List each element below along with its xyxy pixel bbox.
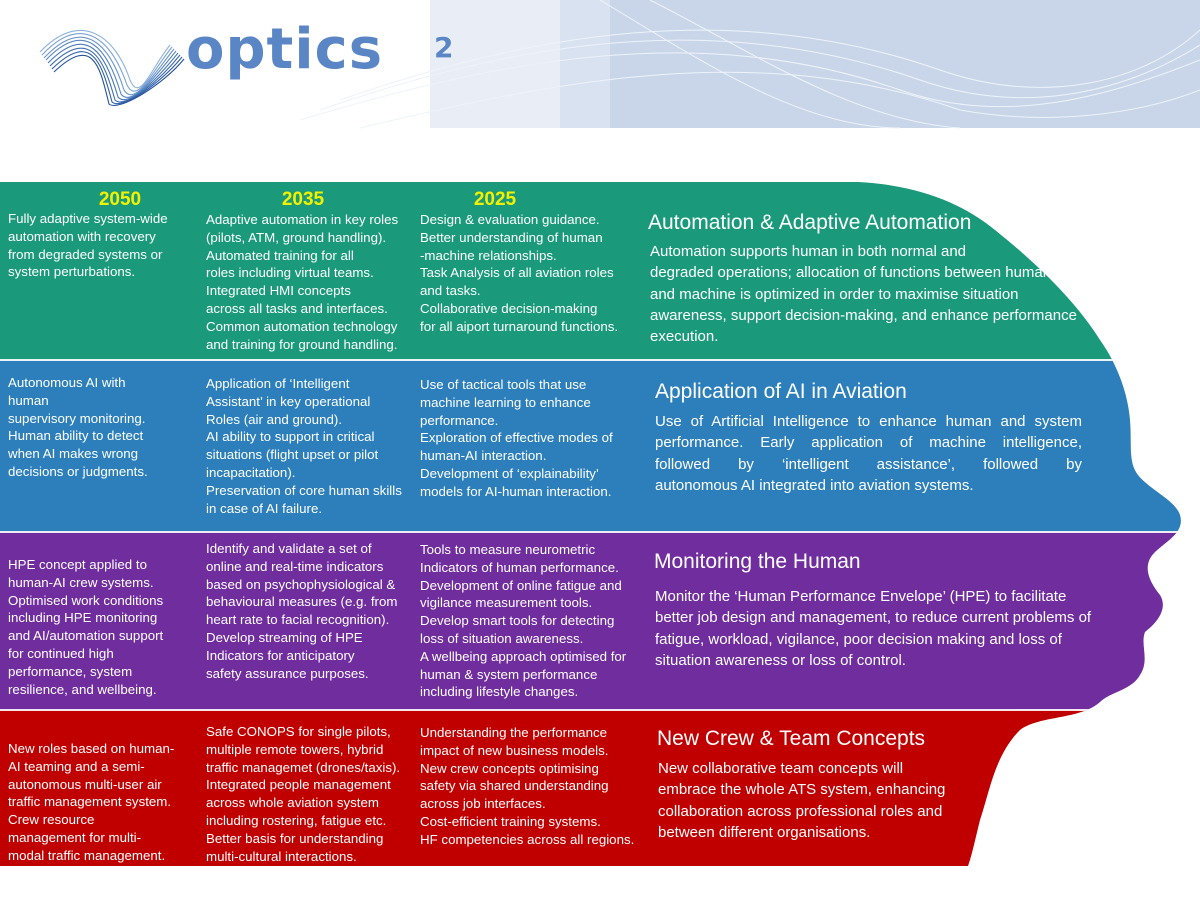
theme-desc-automation: Automation supports human in both normal… [650,243,1077,346]
year-2025: 2025 [473,189,517,210]
theme-title-human: Monitoring the Human [654,550,861,573]
year-2035: 2035 [281,189,325,210]
band-human [0,532,1181,710]
theme-desc-crew: New collaborative team concepts will emb… [658,760,946,841]
theme-title-automation: Automation & Adaptive Automation [648,211,972,234]
cell-ai-2035: Application of ‘Intelligent Assistant’ i… [206,376,402,516]
cell-ai-2050: Autonomous AI with human supervisory mon… [8,375,148,479]
cell-human-2035: Identify and validate a set of online an… [206,541,398,681]
cell-human-2025: Tools to measure neurometric Indicators … [420,542,627,700]
cell-crew-2025: Understanding the performance impact of … [420,725,635,847]
year-2050: 2050 [98,189,142,210]
theme-title-ai: Application of AI in Aviation [655,380,907,403]
cell-ai-2025: Use of tactical tools that use machine l… [420,377,613,499]
cell-automation-2025: Design & evaluation guidance. Better und… [420,212,619,334]
theme-desc-ai: Use of Artificial Intelligence to enhanc… [655,413,1082,494]
band-ai [0,360,1181,532]
cell-crew-2050: New roles based on human- AI teaming and… [8,741,175,863]
cell-crew-2035: Safe CONOPS for single pilots, multiple … [206,724,401,864]
header-band [299,0,1200,129]
head-silhouette [0,182,1181,866]
theme-desc-human: Monitor the ‘Human Performance Envelope’… [655,588,1092,669]
logo-wordmark: optics [186,17,384,82]
logo-superscript: 2 [434,31,454,64]
theme-title-crew: New Crew & Team Concepts [657,727,926,750]
cell-automation-2050: Fully adaptive system-wide automation wi… [8,211,168,280]
cell-human-2050: HPE concept applied to human-AI crew sys… [8,557,164,697]
logo-wave-icon [39,30,185,106]
cell-automation-2035: Adaptive automation in key roles (pilots… [206,212,399,352]
